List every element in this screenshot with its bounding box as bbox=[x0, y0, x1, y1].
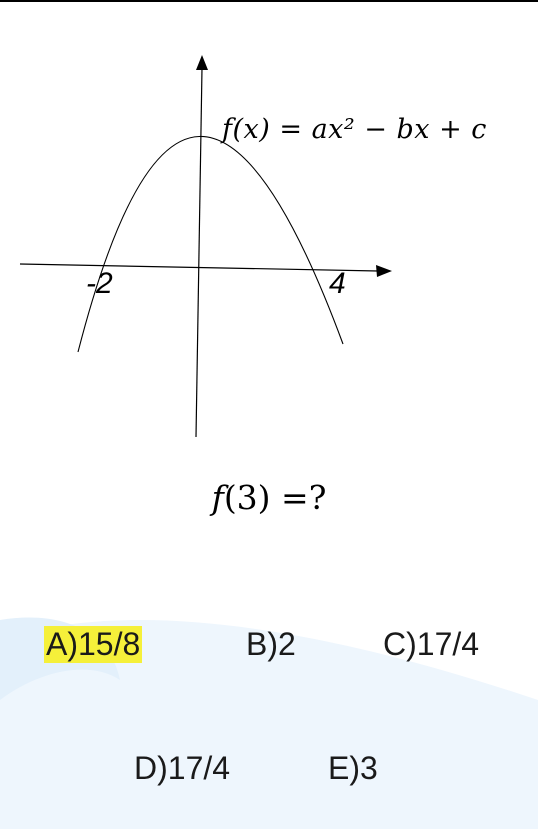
parabola-curve bbox=[77, 136, 344, 353]
function-formula: f(x) = ax² − bx + c bbox=[222, 114, 487, 145]
option-d[interactable]: D)17/4 bbox=[134, 750, 231, 786]
x-tick-label-neg2: -2 bbox=[86, 267, 113, 300]
question-text: f(3) =? bbox=[0, 478, 538, 517]
watermark-swoosh bbox=[0, 617, 538, 829]
question-function: f bbox=[211, 478, 224, 517]
option-a[interactable]: A)15/8 bbox=[44, 626, 143, 663]
option-c[interactable]: C)17/4 bbox=[383, 626, 480, 662]
x-axis-arrow bbox=[376, 265, 392, 277]
parabola-graph bbox=[19, 55, 392, 438]
top-rule bbox=[0, 0, 538, 2]
option-b[interactable]: B)2 bbox=[246, 626, 296, 662]
question-rest: =? bbox=[270, 478, 327, 517]
option-e[interactable]: E)3 bbox=[328, 750, 378, 786]
y-axis bbox=[195, 67, 203, 438]
question-argument: (3) bbox=[223, 478, 271, 517]
y-axis-arrow bbox=[196, 55, 208, 70]
x-tick-label-4: 4 bbox=[329, 267, 346, 300]
